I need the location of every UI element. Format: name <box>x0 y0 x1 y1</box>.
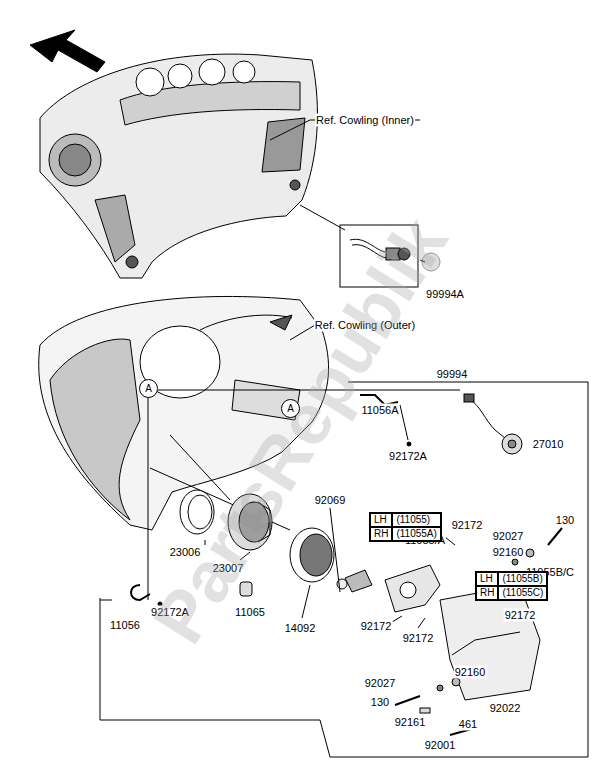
callout-number: 92001 <box>424 739 457 752</box>
illustration-line <box>526 549 534 557</box>
callout-number: 14092 <box>284 622 317 635</box>
connection-marker: A <box>281 399 300 418</box>
illustration-line <box>233 61 255 83</box>
illustration-line <box>452 632 520 655</box>
illustration-line <box>50 339 140 520</box>
illustration-line <box>95 195 135 262</box>
illustration-line <box>30 30 588 757</box>
illustration-line <box>400 405 408 440</box>
illustration-line <box>440 585 540 700</box>
illustration-line <box>148 396 149 600</box>
illustration-line <box>302 585 310 618</box>
illustration-line <box>300 205 345 230</box>
callout-number: 92172A <box>388 450 428 463</box>
illustration-line <box>100 600 112 601</box>
node-text: (11055B) <box>498 572 547 586</box>
illustration-line <box>49 134 101 186</box>
callout-number: 11065 <box>234 606 266 619</box>
node-text: LH <box>370 513 392 527</box>
illustration-line <box>470 400 505 438</box>
illustration-line <box>200 315 292 330</box>
callout-number: 11056 <box>109 619 141 632</box>
illustration-line <box>512 559 518 565</box>
callout-number: 92160 <box>492 546 525 559</box>
callout-number: 130 <box>555 514 575 527</box>
callout-number: 92022 <box>489 702 522 715</box>
node-text: RH <box>370 527 392 541</box>
illustration-line <box>452 678 460 686</box>
callout-number: 99994 <box>436 368 469 381</box>
node-text: (11055C) <box>498 586 547 600</box>
callout-number: 11056A <box>360 404 399 417</box>
illustration-line <box>126 256 138 268</box>
illustration-line <box>385 565 440 612</box>
illustration-line <box>40 54 317 278</box>
illustration-line <box>30 30 105 72</box>
illustration-line <box>270 315 292 330</box>
callout-number: 92172 <box>360 620 393 633</box>
illustration-line <box>437 685 443 691</box>
illustration-line <box>548 528 562 545</box>
part-number-table: LH(11055)RH(11055A) <box>369 512 442 542</box>
callout-number: 92069 <box>314 494 347 507</box>
connection-marker: A <box>139 379 158 398</box>
node-text: A <box>287 403 294 414</box>
callout-number: 130 <box>370 696 390 709</box>
node-text: A <box>145 383 152 394</box>
callout-number: 27010 <box>532 438 565 451</box>
illustration-line <box>400 582 416 598</box>
illustration-line <box>59 144 91 176</box>
callout-number: 92161 <box>394 716 427 729</box>
illustration-line <box>464 394 474 402</box>
part-number-table: LH(11055B)RH(11055C) <box>475 571 548 601</box>
callout-number: 92172 <box>504 609 537 622</box>
illustration-line <box>345 570 372 592</box>
node-text: (11055) <box>392 513 440 527</box>
node-text: LH <box>476 572 498 586</box>
node-text: (11055A) <box>392 527 440 541</box>
illustration-line <box>502 434 522 454</box>
illustration-line <box>407 442 411 446</box>
node-text: RH <box>476 586 498 600</box>
callout-number: 92172 <box>402 632 435 645</box>
illustration-line <box>395 696 420 705</box>
illustration-line <box>199 59 225 85</box>
callout-number: Ref. Cowling (Inner) <box>315 114 415 127</box>
illustration-line <box>168 64 192 88</box>
callout-number: 92160 <box>454 666 487 679</box>
illustration-line <box>300 534 332 576</box>
callout-number: 92027 <box>492 530 525 543</box>
callout-number: 92027 <box>364 677 397 690</box>
illustration-line <box>420 708 430 713</box>
callout-number: 461 <box>458 718 478 731</box>
illustration-line <box>392 616 402 622</box>
illustration-line <box>136 68 164 96</box>
illustration-line <box>290 180 300 190</box>
illustration-line <box>330 508 340 592</box>
illustration-line <box>290 528 334 582</box>
illustration-line <box>418 618 425 628</box>
illustration-line <box>508 440 516 448</box>
illustration-line <box>140 326 220 398</box>
callout-number: 92172 <box>451 519 484 532</box>
